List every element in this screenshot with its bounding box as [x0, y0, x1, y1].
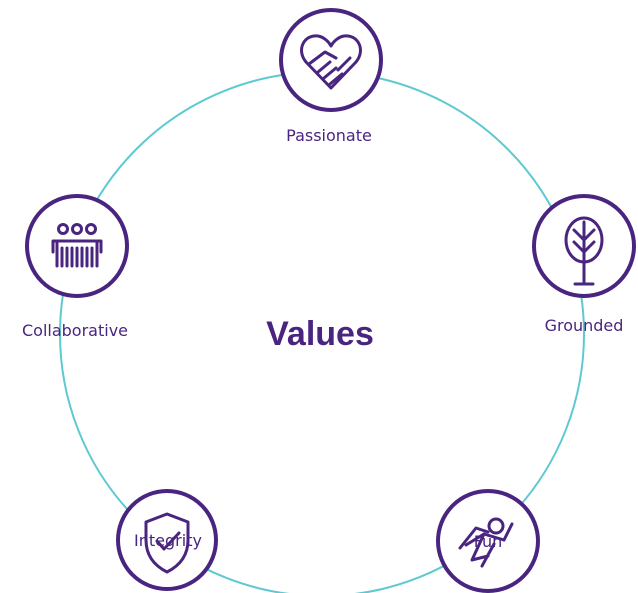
icon-circle — [25, 194, 129, 298]
value-node-grounded: Grounded — [532, 194, 636, 335]
icon-circle — [116, 489, 218, 591]
icon-circle — [436, 489, 540, 593]
diagram-title: Values — [266, 315, 374, 353]
handshake-heart-icon — [300, 34, 362, 90]
value-node-integrity: Integrity — [116, 489, 218, 591]
value-label: Passionate — [286, 126, 372, 145]
tree-icon — [564, 216, 604, 286]
icon-circle — [279, 8, 383, 112]
value-node-collaborative: Collaborative — [22, 194, 129, 340]
team-people-icon — [51, 223, 103, 268]
shield-check-icon — [144, 512, 190, 574]
superhero-icon — [458, 517, 514, 568]
value-label: Integrity — [134, 531, 202, 550]
value-node-passionate: Passionate — [279, 8, 383, 145]
value-node-fun: Fun — [436, 489, 540, 593]
value-label: Collaborative — [22, 321, 128, 340]
value-label: Grounded — [545, 316, 624, 335]
value-label: Fun — [474, 532, 503, 551]
